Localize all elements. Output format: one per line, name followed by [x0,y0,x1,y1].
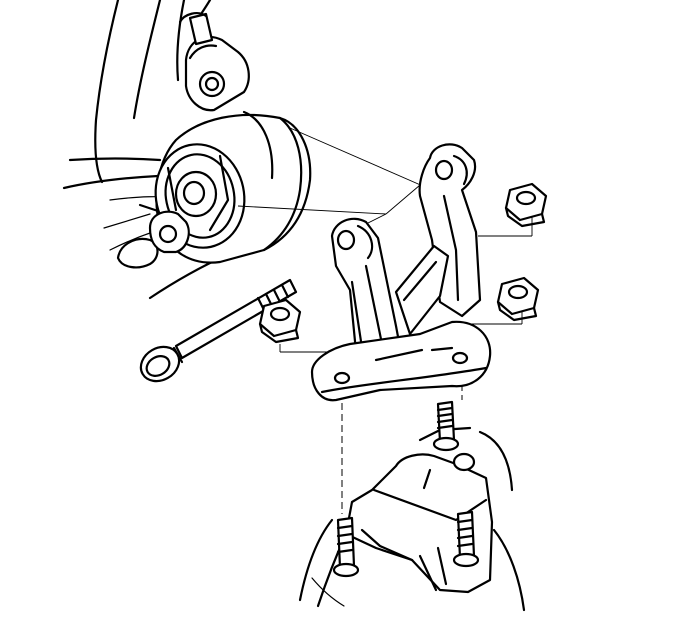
bracket [310,143,492,402]
nut-left [258,298,302,344]
through-bolt [139,278,298,383]
stud-right [452,510,480,568]
nut-middle [496,276,540,322]
frame-rail [62,0,240,300]
stud-left [332,516,360,578]
mount-insulator [148,12,312,264]
stud-upper [432,400,460,452]
engine-block [298,426,526,612]
nut-upper [504,182,548,228]
